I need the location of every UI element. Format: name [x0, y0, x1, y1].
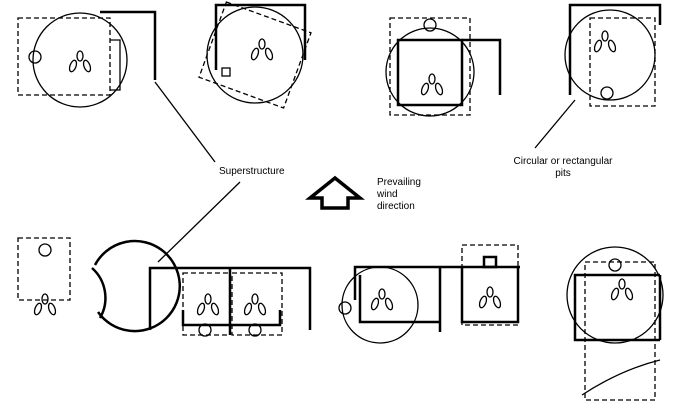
pits-label: Circular or rectangular pits [503, 156, 623, 180]
pits-label-line2: pits [555, 168, 571, 179]
layout-6 [148, 266, 312, 337]
wind-label-line2: wind [377, 189, 398, 200]
layout-4 [534, 3, 662, 149]
superstructure-label: Superstructure [219, 166, 285, 177]
layout-2 [198, 1, 312, 109]
layout-8 [566, 246, 664, 401]
layout-5 [17, 237, 181, 333]
wind-arrow-icon [305, 175, 365, 210]
layout-1 [17, 10, 216, 163]
wind-label-line3: direction [377, 201, 415, 212]
layout-3 [385, 17, 502, 117]
wind-label-line1: Prevailing [377, 177, 421, 188]
pits-label-line1: Circular or rectangular [513, 156, 613, 167]
wind-direction-label: Prevailing wind direction [377, 177, 421, 213]
layout-7 [338, 244, 520, 344]
